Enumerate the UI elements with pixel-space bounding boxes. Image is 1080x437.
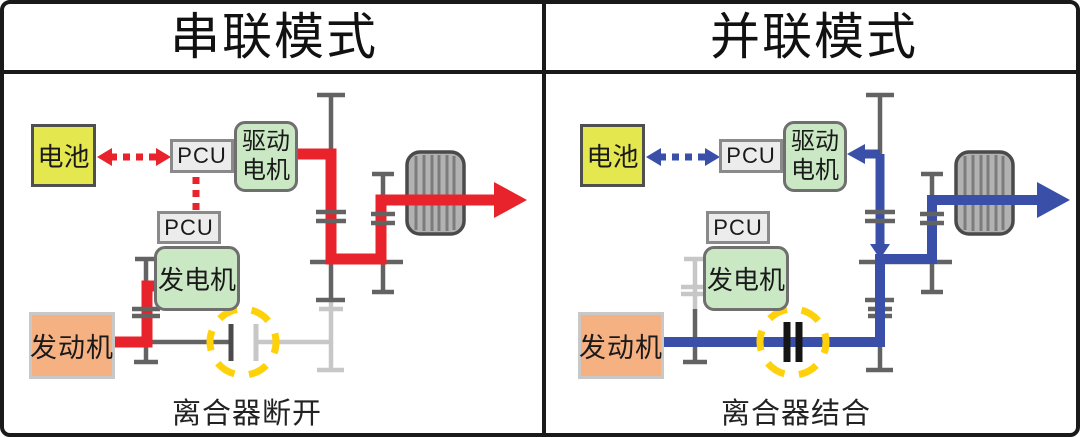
engine-power-flow	[661, 195, 1039, 347]
generator-box: 发电机	[703, 246, 789, 311]
pcu-bottom-box: PCU	[157, 211, 221, 244]
parallel-mode-panel: 并联模式	[544, 4, 1076, 433]
motor-power-link	[847, 144, 890, 259]
drive-motor-box: 驱动电机	[783, 121, 847, 192]
series-mode-graphics	[97, 92, 527, 379]
title-separator	[4, 70, 1076, 74]
power-output-arrow	[494, 182, 527, 218]
motor-power-flow	[294, 148, 496, 265]
generator-box: 发电机	[154, 246, 240, 311]
battery-pcu-link	[646, 148, 720, 166]
clutch-state-label: 离合器断开	[171, 398, 322, 430]
clutch-highlight-ring	[756, 305, 830, 379]
series-mode-panel: 串联模式	[4, 4, 544, 433]
gear-mesh-ticks	[132, 209, 395, 319]
panel-divider	[542, 4, 546, 433]
parallel-mode-graphics	[646, 92, 1070, 379]
pcu-top-box: PCU	[170, 139, 234, 173]
gear-mesh-ticks	[865, 209, 944, 226]
pcu-bottom-box: PCU	[706, 211, 770, 244]
battery-box: 电池	[31, 124, 96, 187]
power-output-arrow	[1037, 182, 1070, 218]
battery-box: 电池	[580, 124, 645, 187]
series-mode-title: 串联模式	[170, 9, 378, 65]
clutch-engaged-symbol	[783, 322, 803, 362]
battery-pcu-link	[97, 148, 171, 166]
clutch-state-label: 离合器结合	[720, 398, 871, 430]
clutch-highlight-ring	[206, 305, 280, 379]
wheel-tire	[405, 150, 466, 236]
engine-box: 发动机	[578, 312, 664, 379]
engine-box: 发动机	[29, 312, 115, 379]
drive-motor-box: 驱动电机	[234, 121, 298, 192]
clutch-open-symbol	[228, 324, 259, 361]
parallel-mode-title: 并联模式	[710, 9, 918, 65]
clutch-output-shaft	[256, 302, 344, 373]
wheel-tire	[954, 150, 1015, 236]
pcu-top-box: PCU	[719, 139, 783, 173]
